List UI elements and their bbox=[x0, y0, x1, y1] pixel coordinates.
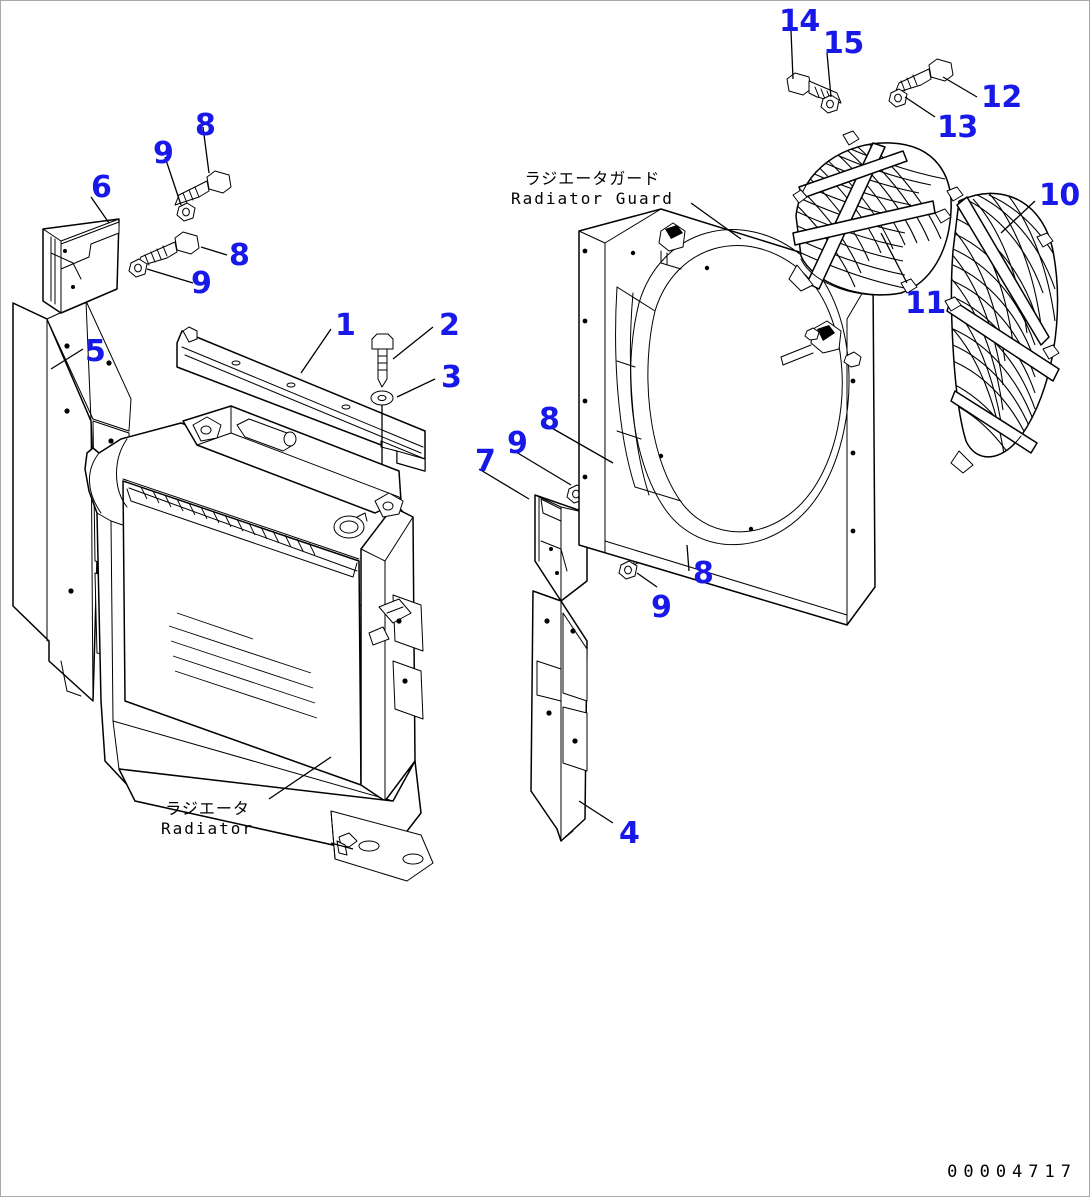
callout-8-d: 8 bbox=[693, 556, 714, 591]
leader-lines bbox=[50, 30, 1036, 850]
radiator-guard-label-en: Radiator Guard bbox=[511, 189, 674, 208]
callout-1: 1 bbox=[335, 308, 356, 343]
callout-9-a: 9 bbox=[153, 136, 174, 171]
callout-8-a: 8 bbox=[195, 108, 216, 143]
callout-6: 6 bbox=[91, 170, 112, 205]
washer-9-upper-left-a bbox=[176, 202, 196, 222]
callout-8-c: 8 bbox=[539, 402, 560, 437]
drain-plug bbox=[336, 832, 358, 856]
part-4-right-side-plate bbox=[530, 590, 588, 842]
bolt-12 bbox=[894, 58, 954, 94]
part-3-washer bbox=[370, 390, 394, 406]
callout-12: 12 bbox=[981, 80, 1022, 115]
callout-13: 13 bbox=[937, 110, 978, 145]
callout-11: 11 bbox=[905, 286, 946, 321]
callout-9-b: 9 bbox=[191, 266, 212, 301]
callout-9-d: 9 bbox=[651, 590, 672, 625]
part-10-fan-guard-net-right bbox=[944, 186, 1060, 474]
radiator-label: ラジエータ Radiator bbox=[161, 799, 254, 839]
callout-3: 3 bbox=[441, 360, 462, 395]
radiator-label-jp: ラジエータ bbox=[165, 799, 250, 818]
bolt-8-upper-left-b bbox=[136, 231, 200, 268]
callout-8-b: 8 bbox=[229, 238, 250, 273]
callout-9-c: 9 bbox=[507, 426, 528, 461]
bolt-8-upper-left-a bbox=[174, 170, 232, 206]
washer-13 bbox=[888, 88, 908, 108]
washer-15 bbox=[820, 94, 840, 114]
callout-7: 7 bbox=[475, 444, 496, 479]
part-11-fan-guard-net-left bbox=[788, 130, 952, 296]
part-2-bolt bbox=[371, 333, 394, 388]
washer-9-right-b bbox=[618, 560, 638, 580]
part-6-upper-left-bracket bbox=[42, 218, 120, 314]
callout-2: 2 bbox=[439, 308, 460, 343]
radiator-assembly bbox=[84, 405, 434, 882]
callout-4: 4 bbox=[619, 816, 640, 851]
radiator-guard-label-jp: ラジエータガード bbox=[524, 169, 661, 188]
part-1-mounting-bar bbox=[176, 326, 426, 472]
callout-10: 10 bbox=[1039, 178, 1080, 213]
radiator-guard-label: ラジエータガード Radiator Guard bbox=[511, 169, 674, 209]
callout-14: 14 bbox=[779, 4, 820, 39]
callout-15: 15 bbox=[823, 26, 864, 61]
guard-tab-right bbox=[780, 320, 842, 366]
washer-9-upper-left-b bbox=[128, 258, 148, 278]
guard-tab-top bbox=[658, 222, 686, 270]
callout-5: 5 bbox=[85, 334, 106, 369]
radiator-label-en: Radiator bbox=[161, 819, 255, 838]
drawing-number: 00004717 bbox=[947, 1162, 1077, 1182]
